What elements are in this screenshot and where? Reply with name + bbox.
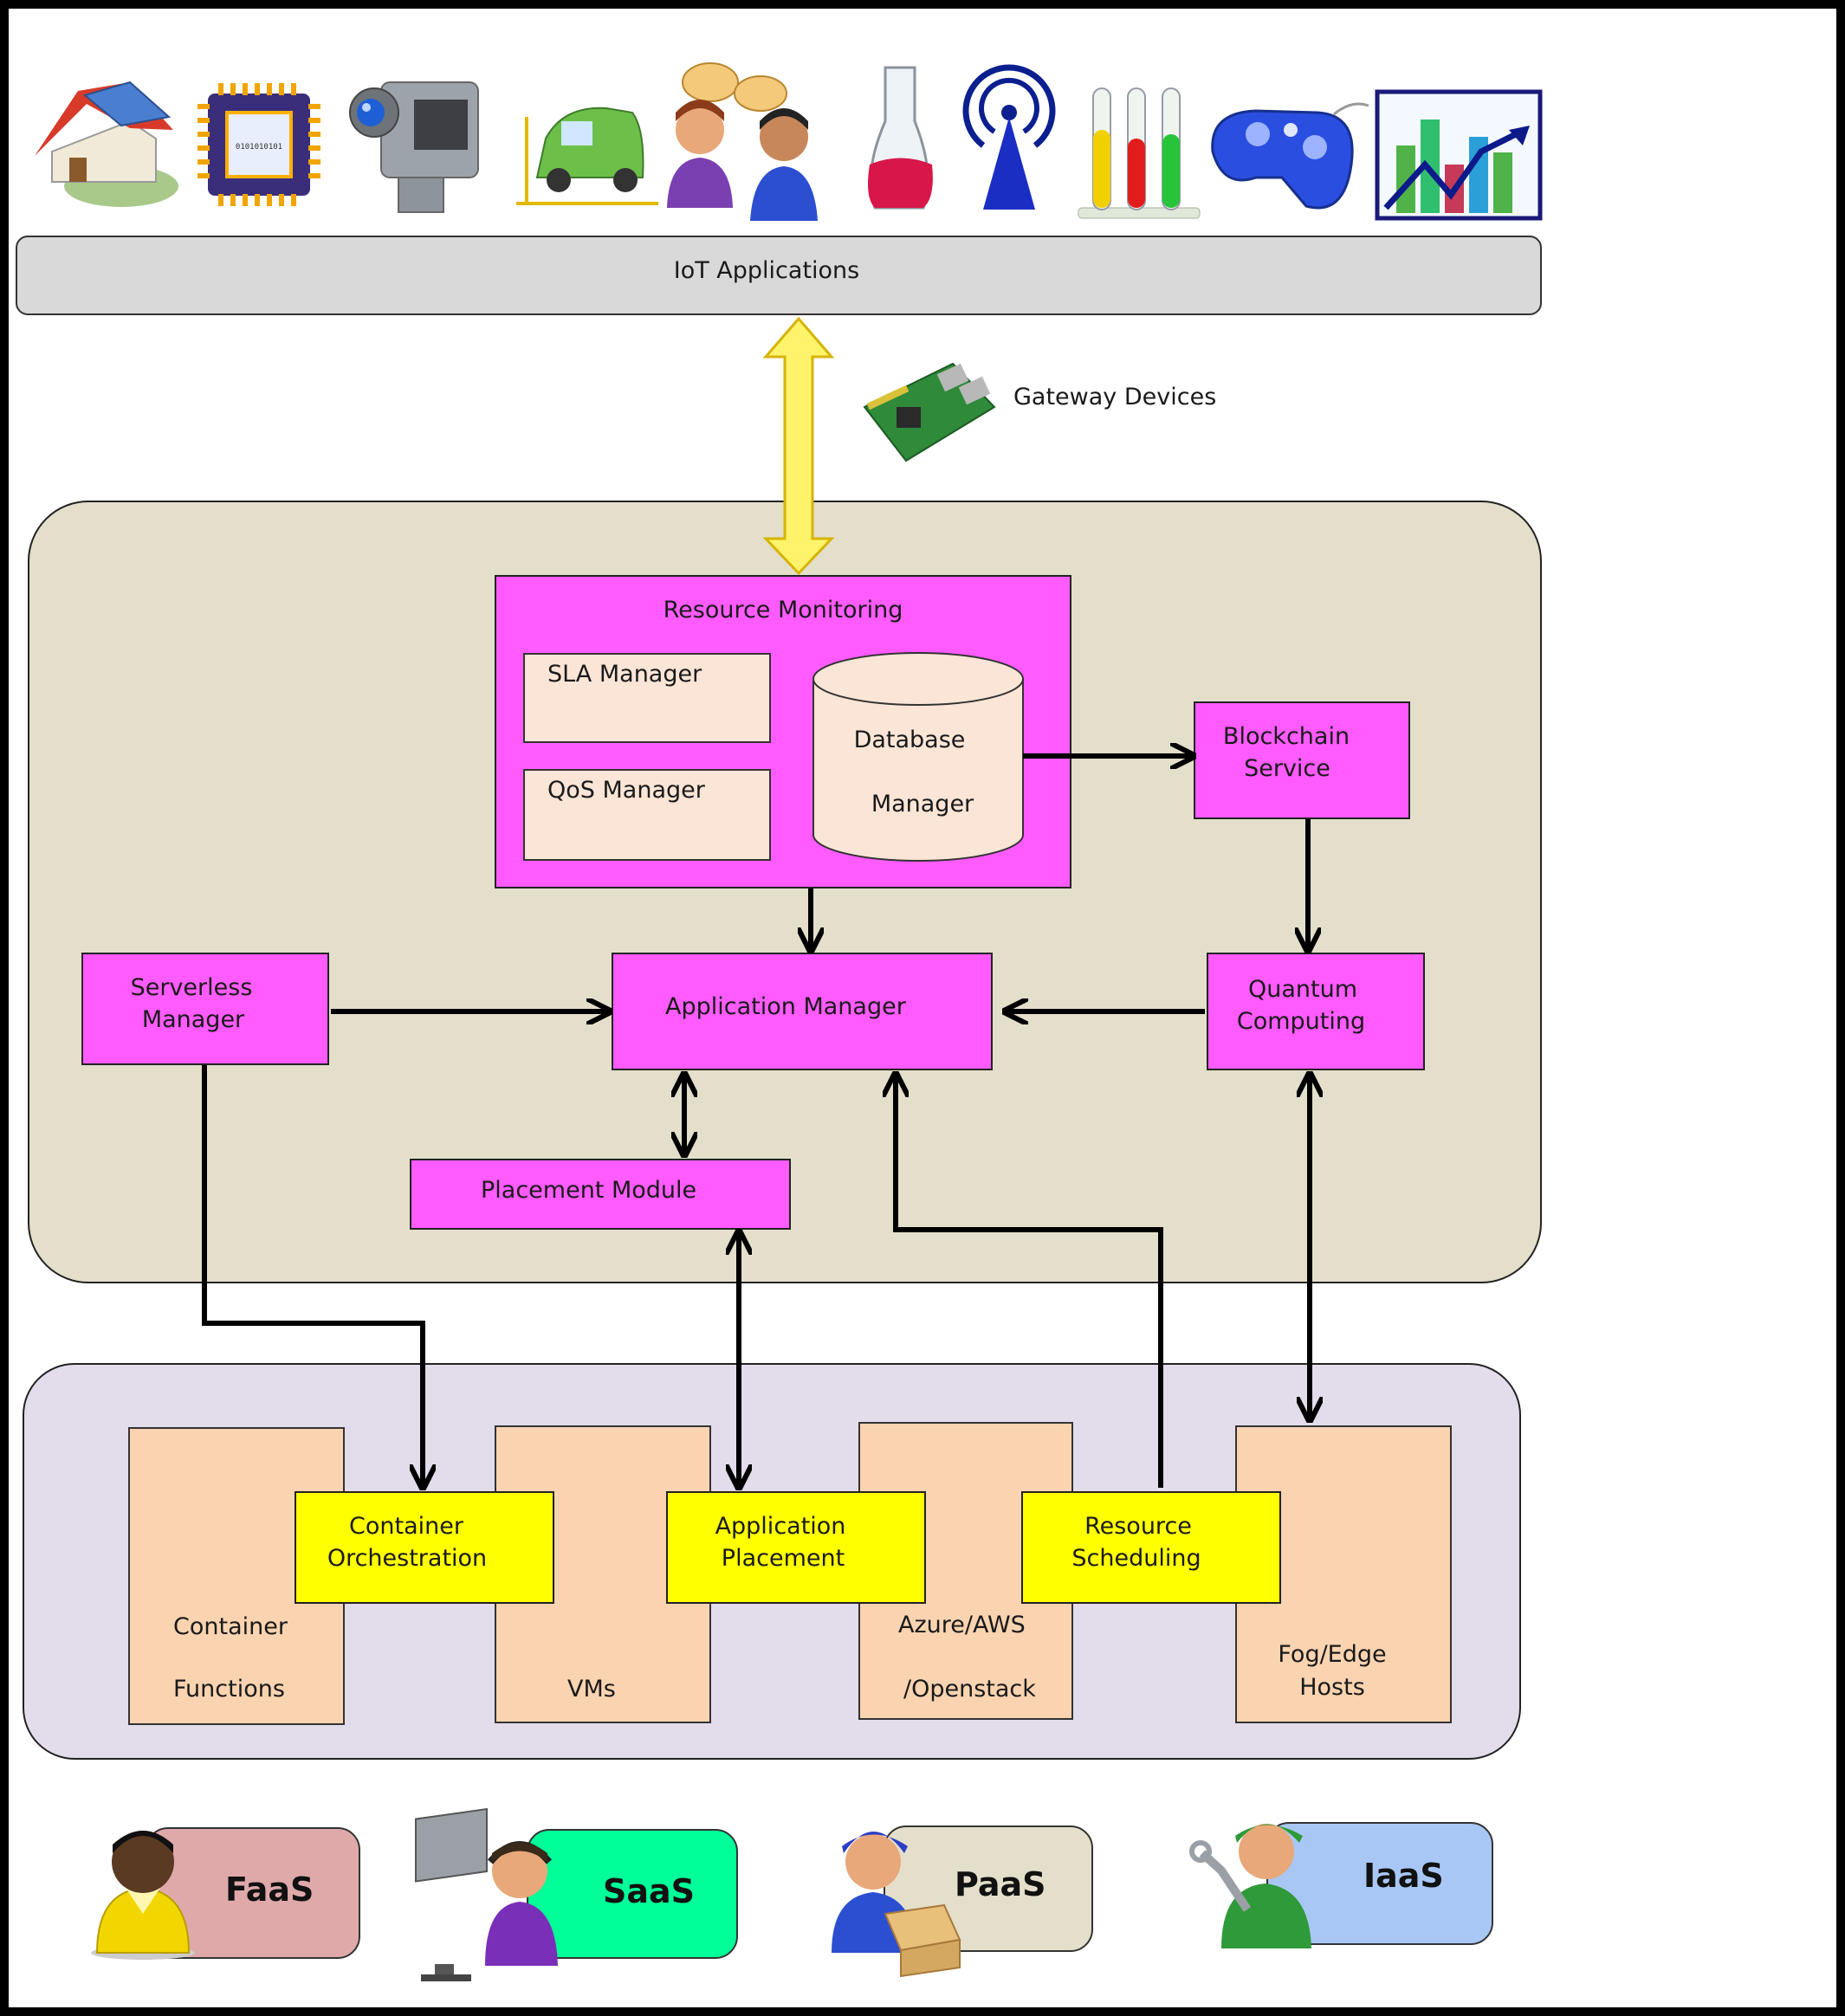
gateway-double-arrow — [762, 316, 835, 576]
container-orchestration-line1: Container — [349, 1513, 463, 1540]
placement-module-label: Placement Module — [481, 1177, 697, 1204]
container-functions-line1: Container — [173, 1613, 288, 1640]
database-label-line2: Manager — [871, 791, 974, 817]
application-placement-box: Application Placement — [666, 1491, 926, 1604]
container-orchestration-box: Container Orchestration — [295, 1491, 554, 1604]
gateway-icon-layer — [863, 362, 996, 462]
iot-applications-bar: IoT Applications — [16, 236, 1542, 315]
resource-scheduling-line1: Resource — [1084, 1513, 1192, 1540]
resource-monitoring-title: Resource Monitoring — [663, 597, 903, 624]
blockchain-line2: Service — [1244, 755, 1330, 782]
quantum-line2: Computing — [1236, 1008, 1366, 1035]
container-functions-box: Container Functions — [128, 1427, 345, 1725]
container-functions-line2: Functions — [173, 1676, 285, 1703]
serverless-line1: Serverless — [130, 974, 253, 1001]
resource-scheduling-box: Resource Scheduling — [1021, 1491, 1281, 1604]
iaas-label: IaaS — [1363, 1857, 1444, 1895]
application-placement-line2: Placement — [721, 1545, 845, 1572]
blockchain-service-box: Blockchain Service — [1194, 701, 1410, 819]
video-camera-icon — [349, 81, 479, 213]
fog-line1: Fog/Edge — [1278, 1641, 1387, 1668]
saas-operator-icon — [415, 1807, 558, 1981]
qos-manager-box: QoS Manager — [523, 769, 771, 861]
faas-box: FaaS — [146, 1827, 360, 1959]
azure-line1: Azure/AWS — [898, 1612, 1026, 1638]
resource-scheduling-line2: Scheduling — [1071, 1545, 1201, 1572]
vms-label: VMs — [567, 1676, 616, 1703]
serverless-manager-box: Serverless Manager — [81, 953, 329, 1065]
iot-icons-row: 0101010101 — [35, 62, 1543, 221]
paas-worker-icon — [832, 1832, 961, 1978]
gamepad-icon — [1211, 102, 1369, 210]
azure-line2: /Openstack — [903, 1676, 1036, 1703]
saas-box: SaaS — [527, 1829, 738, 1959]
database-label-line1: Database — [853, 727, 966, 753]
users-chat-icon — [667, 62, 818, 221]
bar-chart-icon — [1375, 89, 1543, 221]
chip-icon: 0101010101 — [197, 83, 320, 206]
iot-applications-label: IoT Applications — [673, 257, 860, 284]
application-manager-label: Application Manager — [665, 993, 906, 1020]
paas-label: PaaS — [955, 1865, 1046, 1903]
arrow-scheduling-to-appmanager — [896, 1074, 1163, 1488]
sla-manager-label: SLA Manager — [547, 661, 702, 688]
qos-manager-label: QoS Manager — [547, 777, 705, 804]
gateway-devices-label: Gateway Devices — [1013, 384, 1217, 410]
database-cylinder-layer — [812, 652, 1024, 862]
faas-user-icon — [91, 1831, 195, 1960]
container-orchestration-line2: Orchestration — [327, 1545, 488, 1572]
blockchain-line1: Blockchain — [1222, 723, 1350, 750]
antenna-icon — [962, 64, 1056, 210]
test-tubes-icon — [1078, 87, 1201, 219]
database-cylinder — [812, 652, 1024, 862]
svg-text:0101010101: 0101010101 — [236, 143, 282, 152]
raspberry-pi-icon — [863, 362, 996, 462]
car-sensor-icon — [516, 107, 658, 205]
saas-label: SaaS — [603, 1872, 696, 1910]
placement-module-box: Placement Module — [410, 1159, 791, 1230]
flask-icon — [868, 66, 933, 210]
fog-line2: Hosts — [1299, 1674, 1365, 1701]
application-manager-box: Application Manager — [612, 953, 993, 1070]
arrow-serverless-to-orchestration — [202, 1065, 423, 1488]
solar-house-icon — [35, 81, 178, 207]
application-placement-line1: Application — [715, 1513, 846, 1540]
iaas-mechanic-icon — [1189, 1824, 1311, 1948]
faas-label: FaaS — [225, 1871, 314, 1909]
quantum-computing-box: Quantum Computing — [1207, 953, 1425, 1070]
serverless-line2: Manager — [141, 1006, 245, 1033]
quantum-line1: Quantum — [1247, 976, 1358, 1003]
sla-manager-box: SLA Manager — [523, 653, 771, 743]
